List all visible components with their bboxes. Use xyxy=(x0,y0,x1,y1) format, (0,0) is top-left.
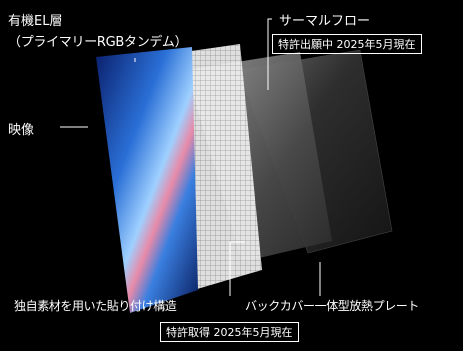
oled-layer-title: 有機EL層 xyxy=(8,14,63,29)
oled-layer-subtitle: （プライマリーRGBタンデム） xyxy=(8,35,188,50)
image-screen-panel xyxy=(96,47,198,313)
back-cover-label: バックカバー一体型放熱プレート xyxy=(245,299,420,313)
image-label: 映像 xyxy=(8,123,35,138)
thermal-flow-label: サーマルフロー xyxy=(279,14,371,29)
leader-bonding xyxy=(229,241,245,296)
bonding-structure-label: 独自素材を用いた貼り付け構造 xyxy=(14,299,177,313)
thermal-patent-badge: 特許出願中 2025年5月現在 xyxy=(272,34,422,54)
leader-thermal xyxy=(267,18,272,90)
bonding-patent-badge: 特許取得 2025年5月現在 xyxy=(160,322,299,342)
